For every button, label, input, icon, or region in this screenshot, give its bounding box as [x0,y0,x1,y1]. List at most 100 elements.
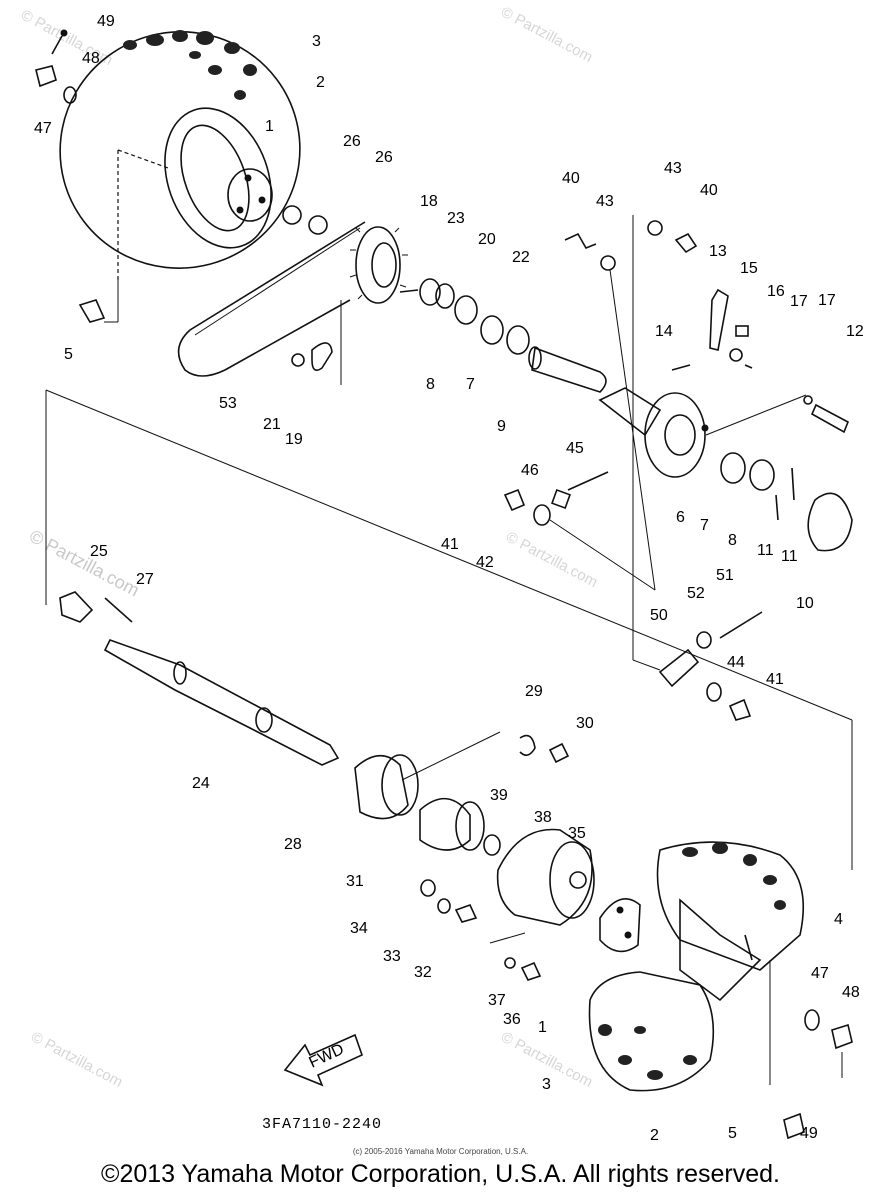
callout-label-2: 2 [650,1127,659,1144]
callout-label-26: 26 [343,133,361,150]
callout-label-39: 39 [490,787,508,804]
callout-label-4: 4 [834,911,843,928]
callout-label-29: 29 [525,683,543,700]
callout-label-16: 16 [767,283,785,300]
sprocket [349,226,408,304]
callout-label-49: 49 [97,13,115,30]
bolts-lower-center [504,957,542,981]
callout-label-17: 17 [818,292,836,309]
callout-label-5: 5 [728,1125,737,1142]
forward-arrow: FWD [283,1033,363,1087]
callout-label-38: 38 [534,809,552,826]
callout-label-53: 53 [219,395,237,412]
callout-label-41: 41 [441,536,459,553]
bolts-middle [503,471,609,526]
callout-label-47: 47 [811,965,829,982]
bolts-lower-left [420,879,478,923]
bolts-upper-right [564,220,698,271]
tire-lower [588,841,805,1092]
callout-label-50: 50 [650,607,668,624]
callout-label-41: 41 [766,671,784,688]
callout-label-28: 28 [284,836,302,853]
hub-lower [599,898,641,953]
callout-label-1: 1 [538,1019,547,1036]
callout-label-11: 11 [757,542,774,559]
callout-label-33: 33 [383,948,401,965]
hub-cover [483,828,595,926]
small-clip-nut [519,734,570,764]
callout-label-48: 48 [842,984,860,1001]
direction-label: FWD [307,1041,347,1072]
callout-label-8: 8 [426,376,435,393]
callout-label-40: 40 [700,182,718,199]
watermark: © Partzilla.com [28,1029,125,1091]
callout-label-49: 49 [800,1125,818,1142]
callout-label-43: 43 [664,160,682,177]
callout-label-7: 7 [466,376,475,393]
callout-label-23: 23 [447,210,465,227]
callout-label-31: 31 [346,873,364,890]
callout-label-32: 32 [414,964,432,981]
callout-label-51: 51 [716,567,734,584]
callout-label-3: 3 [542,1076,551,1093]
axle-housing [598,387,709,478]
watermark: © Partzilla.com [26,526,142,601]
callout-label-36: 36 [503,1011,521,1028]
valve-parts-upper [35,29,77,104]
callout-label-10: 10 [796,595,814,612]
callout-label-25: 25 [90,543,108,560]
callout-label-1: 1 [265,118,274,135]
copyright-notice: ©2013 Yamaha Motor Corporation, U.S.A. A… [101,1160,780,1188]
bearing-stack [291,278,530,371]
callout-label-30: 30 [576,715,594,732]
brake-shoe-assembly [720,452,853,552]
callout-label-19: 19 [285,431,303,448]
callout-label-21: 21 [263,416,281,433]
drive-chain [177,221,366,377]
tire-upper [59,30,301,269]
valve-cap-upper [78,299,106,323]
axle-tube [528,346,607,393]
callout-label-42: 42 [476,554,494,571]
callout-label-44: 44 [727,654,745,671]
brake-drum [354,754,485,851]
callout-label-48: 48 [82,50,100,67]
callout-label-40: 40 [562,170,580,187]
callout-label-26: 26 [375,149,393,166]
valve-parts-lower [783,1009,853,1140]
callout-label-18: 18 [420,193,438,210]
callout-label-37: 37 [488,992,506,1009]
callout-label-43: 43 [596,193,614,210]
callout-label-52: 52 [687,585,705,602]
rear-axle [59,591,340,766]
callout-label-14: 14 [655,323,673,340]
callout-label-34: 34 [350,920,368,937]
callout-label-12: 12 [846,323,864,340]
small-copyright: (c) 2005-2016 Yamaha Motor Corporation, … [352,1147,529,1156]
rim-upper [180,124,328,235]
caliper-bracket [658,611,763,721]
part-code: 3FA7110-2240 [262,1116,383,1133]
callout-label-22: 22 [512,249,530,266]
brake-lever-parts [671,288,850,436]
callout-label-3: 3 [312,33,321,50]
callout-label-15: 15 [740,260,758,277]
callout-label-35: 35 [568,825,586,842]
callout-label-24: 24 [192,775,210,792]
watermark: © Partzilla.com [498,4,595,66]
callout-label-46: 46 [521,462,539,479]
callout-label-20: 20 [478,231,496,248]
watermark: © Partzilla.com [503,529,600,591]
callout-label-45: 45 [566,440,584,457]
callout-label-47: 47 [34,120,52,137]
callout-label-6: 6 [676,509,685,526]
callout-label-13: 13 [709,243,727,260]
callout-label-11: 11 [781,548,798,565]
callout-label-8: 8 [728,532,737,549]
callout-label-5: 5 [64,346,73,363]
callout-label-17: 17 [790,293,808,310]
callout-label-27: 27 [136,571,154,588]
frame-lines [45,149,853,1085]
